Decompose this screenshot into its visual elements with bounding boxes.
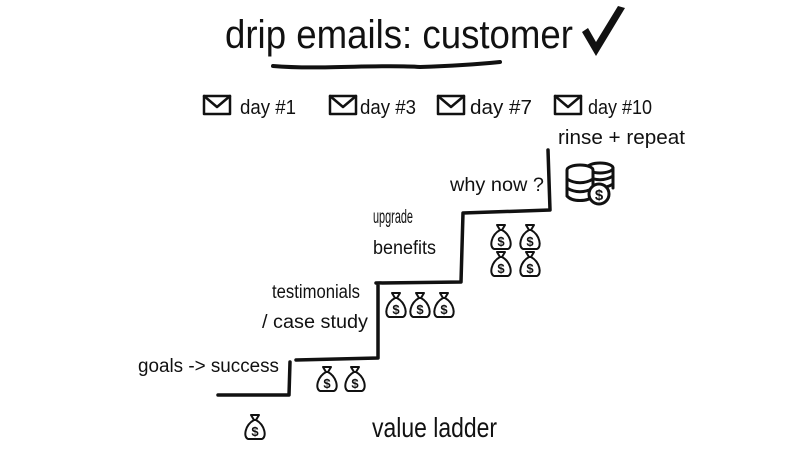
step-benefits-label: benefits	[373, 238, 436, 259]
email-day-1: day #1	[202, 94, 296, 119]
email-label: day #1	[240, 97, 296, 119]
money-bag-icon	[519, 224, 541, 250]
checkmark-icon	[582, 6, 625, 56]
svg-text:$: $	[595, 187, 604, 204]
money-bag-icon	[385, 292, 407, 318]
step-goals-label: goals -> success	[138, 356, 279, 377]
envelope-icon	[328, 94, 358, 116]
money-bag-icon	[316, 366, 338, 392]
money-bag-icon	[244, 414, 266, 440]
step-case-study-label: / case study	[262, 312, 369, 333]
money-bag-icon	[490, 251, 512, 277]
email-label: day #10	[588, 97, 652, 119]
money-bag-icon	[519, 251, 541, 277]
email-day-3: day #3	[328, 94, 416, 119]
coin-stack-icon: $	[565, 161, 615, 206]
email-label: day #7	[470, 97, 532, 119]
email-day-7: day #7	[436, 94, 532, 119]
step-testimonials-label: testimonials	[272, 282, 360, 303]
title: drip emails: customer	[225, 13, 573, 57]
title-underline	[271, 60, 502, 70]
value-ladder-staircase	[216, 148, 552, 397]
step-why-now-label: why now ?	[449, 175, 544, 196]
money-bag-icon	[409, 292, 431, 318]
envelope-icon	[436, 94, 466, 116]
envelope-icon	[202, 94, 232, 116]
rinse-repeat-label: rinse + repeat	[558, 127, 685, 149]
money-bag-icon	[344, 366, 366, 392]
email-label: day #3	[360, 97, 416, 119]
step-upgrade-label: upgrade	[373, 207, 413, 228]
money-bag-icon	[433, 292, 455, 318]
money-bag-icon	[490, 224, 512, 250]
value-ladder-caption: value ladder	[372, 412, 497, 443]
email-day-10: day #10	[553, 94, 652, 119]
envelope-icon	[553, 94, 583, 116]
